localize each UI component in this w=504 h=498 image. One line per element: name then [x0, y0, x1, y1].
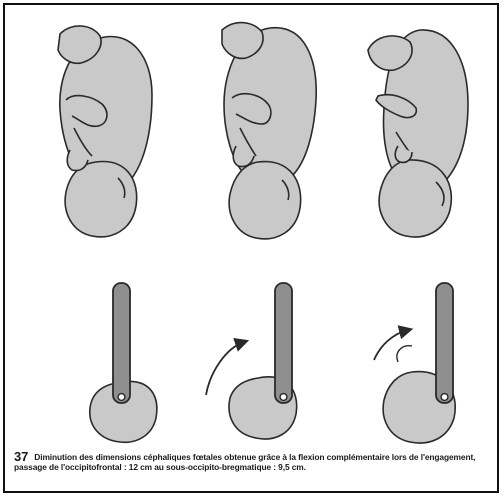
fetus-illustration-1: [58, 26, 152, 237]
figure-caption-text: Diminution des dimensions céphaliques fœ…: [14, 452, 475, 472]
rotation-arrow-2: [374, 330, 408, 360]
fetus-illustration-2: [222, 23, 316, 239]
fetus-illustration-3: [368, 30, 468, 237]
head-lever-model-2: [206, 283, 297, 439]
head-lever-model-1: [90, 283, 157, 442]
head-lever-model-3: [374, 283, 455, 443]
